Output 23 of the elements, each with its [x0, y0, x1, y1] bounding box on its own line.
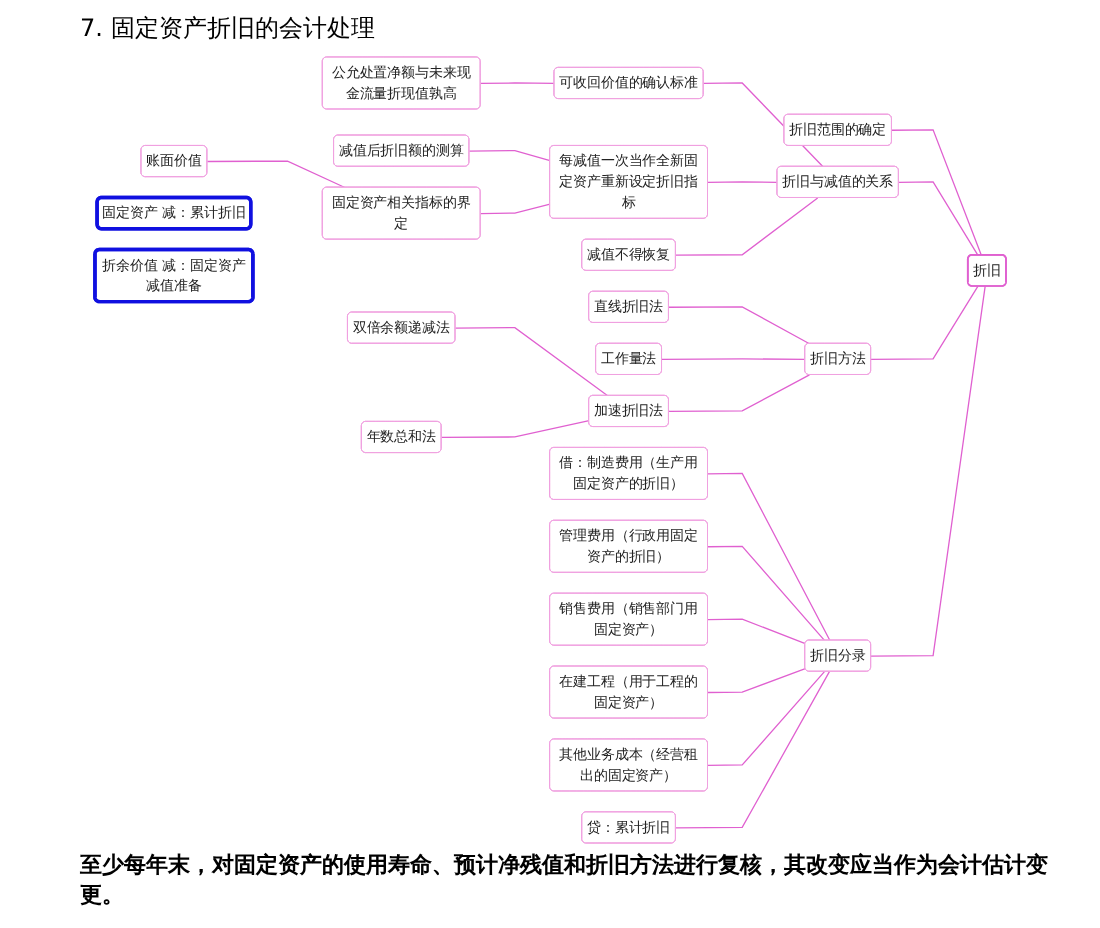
connector [674, 197, 818, 256]
connector [454, 327, 608, 397]
diagram-title: 7. 固定资产折旧的会计处理 [78, 12, 377, 46]
connector [869, 285, 978, 360]
note-text: 至少每年末，对固定资产的使用寿命、预计净残值和折旧方法进行复核，其改变应当作为会计估计变更。 [78, 850, 1050, 910]
connector [706, 667, 806, 694]
connector [706, 545, 825, 642]
connector [674, 671, 830, 829]
connector [706, 618, 806, 645]
connector [660, 358, 806, 360]
connector [706, 472, 831, 642]
connector [206, 160, 345, 189]
connector [479, 82, 555, 85]
connector [468, 150, 551, 162]
connector [479, 203, 551, 215]
connector [897, 181, 978, 256]
connector [706, 671, 825, 766]
connector [706, 181, 778, 183]
connector [440, 419, 590, 439]
connector [667, 374, 810, 412]
connector [869, 285, 986, 657]
connector [667, 306, 810, 345]
connector [890, 129, 982, 256]
